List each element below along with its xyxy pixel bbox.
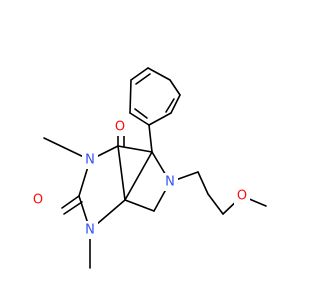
bond <box>169 79 181 96</box>
atom-label-o-ether: O <box>237 189 247 204</box>
atom-background <box>30 191 46 209</box>
atom-background <box>82 221 98 239</box>
atom-background <box>162 173 178 191</box>
carbonyl-oxygen-left: O <box>30 191 46 209</box>
atom-label-n1: N <box>85 223 95 238</box>
bond <box>117 145 153 153</box>
atom-label-n3: N <box>85 153 95 168</box>
nitrogen-1: N <box>82 221 98 239</box>
atom-background <box>112 118 128 136</box>
bond <box>147 67 171 81</box>
bond <box>117 145 126 201</box>
molecule-structure: O O N N N O <box>30 67 267 269</box>
carbonyl-oxygen-top: O <box>112 118 128 136</box>
bond <box>129 112 150 126</box>
bond <box>124 151 153 201</box>
atom-label-layer: O O N N N O <box>30 118 250 239</box>
nitrogen-3: N <box>82 151 98 169</box>
bond <box>148 124 153 153</box>
bond <box>148 112 172 126</box>
atom-background <box>234 187 250 205</box>
atom-label-o-top: O <box>115 120 125 135</box>
bond <box>130 67 149 81</box>
bond <box>170 94 181 114</box>
bond <box>129 79 132 114</box>
bond-layer <box>43 67 267 269</box>
nitrogen-6: N <box>162 173 178 191</box>
atom-background <box>82 151 98 169</box>
bond <box>197 171 209 195</box>
atom-label-o-left: O <box>33 193 43 208</box>
bond <box>207 193 224 215</box>
bond <box>61 195 80 209</box>
bond <box>135 73 151 85</box>
ether-oxygen: O <box>234 187 250 205</box>
bond <box>134 108 148 119</box>
bond <box>63 201 83 215</box>
bond <box>165 98 175 113</box>
bond <box>124 199 155 212</box>
atom-label-n6: N <box>165 175 175 190</box>
